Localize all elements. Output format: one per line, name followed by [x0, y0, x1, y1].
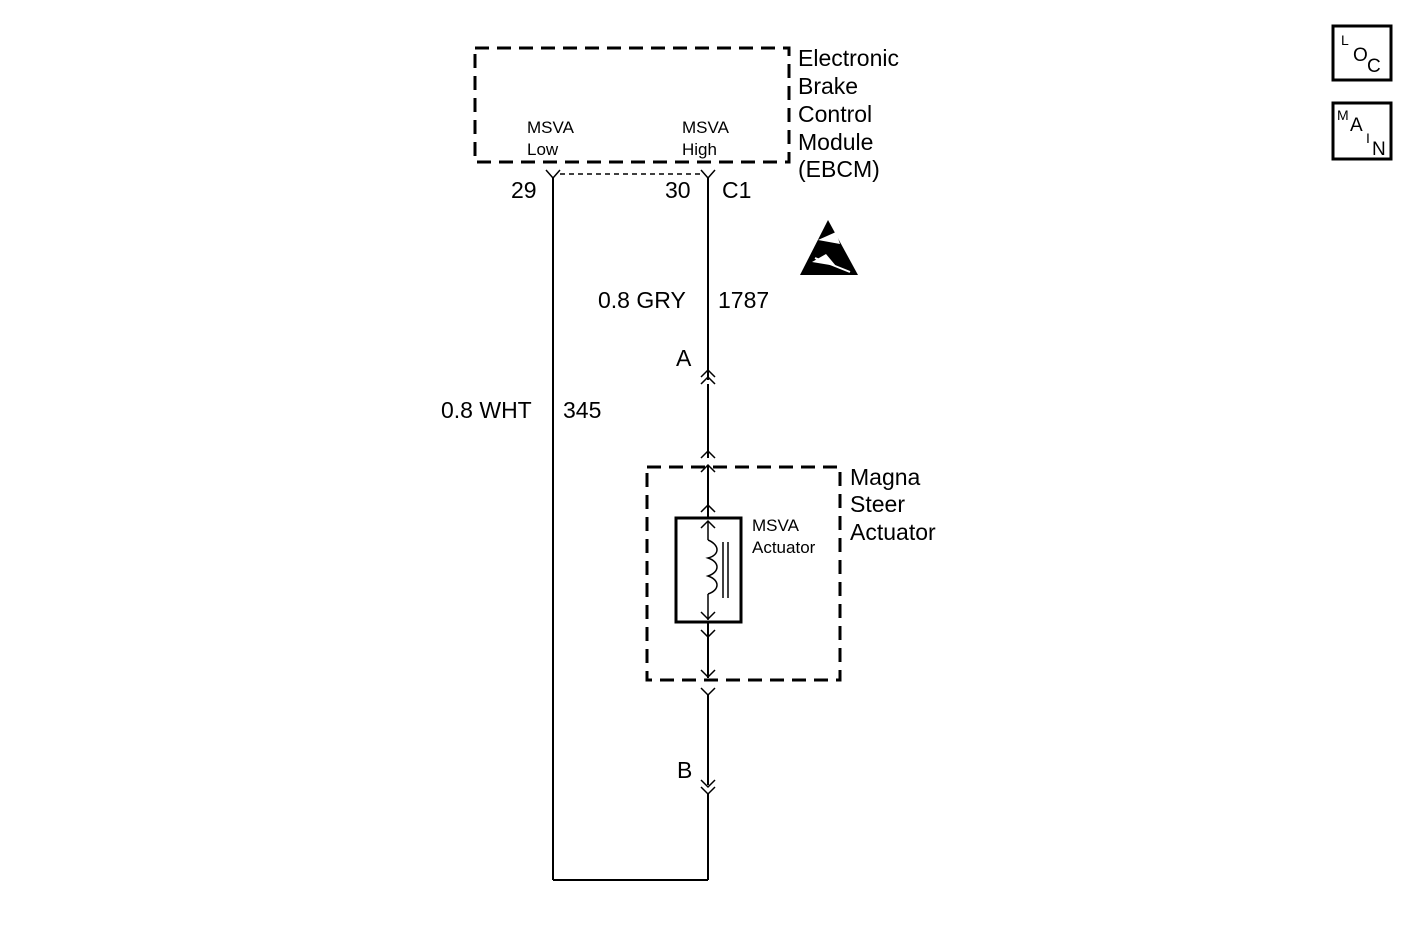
- loc-letter-l: L: [1341, 32, 1349, 48]
- coil-inner-terminal-bottom: [700, 611, 716, 621]
- connector-c1-label: C1: [722, 177, 751, 203]
- loc-letter-o: O: [1353, 45, 1368, 66]
- ebcm-name-line-2: Brake: [798, 73, 858, 99]
- actuator-box: [645, 465, 842, 682]
- actuator-entry-terminal: [700, 449, 716, 459]
- pin-low-label-1: MSVA: [527, 118, 575, 137]
- actuator-name-line-1: Magna: [850, 464, 921, 490]
- ebcm-module-box: [473, 46, 791, 164]
- wire-high-size-color: 0.8 GRY: [598, 287, 686, 313]
- wire-low-circuit: 345: [563, 397, 601, 423]
- ebcm-name-line-3: Control: [798, 101, 872, 127]
- pin-29-terminal: [545, 169, 561, 180]
- coil-top-terminal: [700, 503, 716, 513]
- main-letter-a: A: [1350, 115, 1363, 136]
- loc-button[interactable]: L O C: [1331, 24, 1393, 82]
- esd-warning-icon: [800, 220, 858, 275]
- wire-high-circuit: 1787: [718, 287, 769, 313]
- msva-coil-icon: [705, 539, 718, 595]
- actuator-inner-terminal-bottom: [700, 669, 716, 679]
- pin-30-terminal: [700, 169, 716, 180]
- loc-letter-c: C: [1367, 56, 1381, 77]
- coil-inner-terminal-top: [700, 519, 716, 529]
- actuator-name-line-3: Actuator: [850, 519, 936, 545]
- wire-low-size-color: 0.8 WHT: [441, 397, 532, 423]
- pin-high-label-2: High: [682, 140, 717, 159]
- main-letter-n: N: [1372, 139, 1386, 160]
- pin-30-number: 30: [665, 177, 691, 203]
- coil-label-2: Actuator: [752, 538, 816, 557]
- connector-a-symbol: [700, 368, 716, 385]
- actuator-exit-terminal: [700, 687, 716, 697]
- main-letter-i: I: [1366, 130, 1370, 146]
- actuator-name-line-2: Steer: [850, 491, 905, 517]
- ebcm-name-line-1: Electronic: [798, 45, 899, 71]
- coil-label-1: MSVA: [752, 516, 800, 535]
- ebcm-name-line-4: Module: [798, 129, 873, 155]
- pin-high-label-1: MSVA: [682, 118, 730, 137]
- pin-29-number: 29: [511, 177, 537, 203]
- pin-low-label-2: Low: [527, 140, 559, 159]
- connector-a-label: A: [676, 345, 692, 371]
- connector-b-label: B: [677, 757, 692, 783]
- main-letter-m: M: [1337, 107, 1349, 123]
- ebcm-name-line-5: (EBCM): [798, 156, 880, 182]
- main-button[interactable]: M A I N: [1331, 101, 1393, 161]
